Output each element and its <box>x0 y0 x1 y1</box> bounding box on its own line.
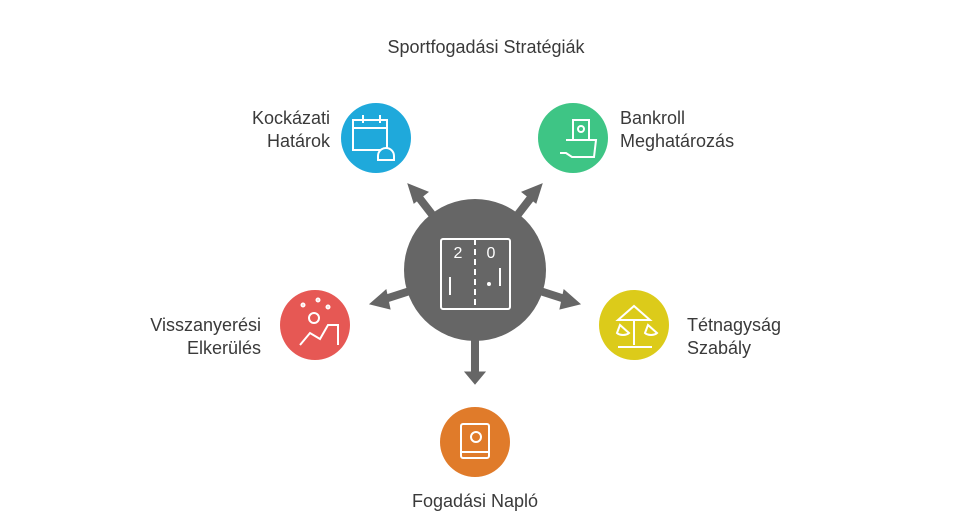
label-line: Elkerülés <box>186 338 261 358</box>
arrowhead <box>463 371 487 385</box>
score-right: 0 <box>487 245 496 262</box>
betting-log-label: Fogadási Napló <box>411 491 539 511</box>
score-left: 2 <box>454 245 463 262</box>
label-line: Bankroll <box>620 108 686 128</box>
label-line: Tétnagyság <box>687 315 782 335</box>
money-hand-icon <box>560 119 598 158</box>
arrowhead <box>559 289 582 310</box>
label-line: Meghatározás <box>620 131 735 151</box>
arrowhead <box>368 289 391 310</box>
chasing-avoidance-node <box>280 290 350 360</box>
diagram-title: Sportfogadási Stratégiák <box>387 37 585 57</box>
calendar-skull-icon <box>352 115 395 161</box>
label-line: Kockázati <box>251 108 330 128</box>
climbing-person-icon <box>299 297 339 346</box>
label-line: Szabály <box>687 338 752 358</box>
notebook-icon <box>460 423 490 459</box>
label-line: Visszanyerési <box>150 315 261 335</box>
arrowhead <box>521 183 543 204</box>
pong-game-icon <box>440 238 511 310</box>
label-line: Határok <box>266 131 330 151</box>
balance-scale-icon <box>615 304 659 348</box>
risk-limits-node <box>341 103 411 173</box>
arrowhead <box>407 183 429 204</box>
